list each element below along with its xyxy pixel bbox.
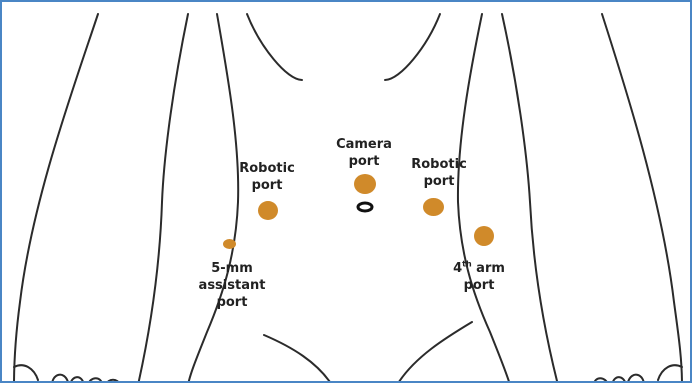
assistant-port-label: 5-mm assistant port: [187, 260, 277, 311]
groin-line-left: [264, 335, 332, 383]
fourth-arm-port-label: 4th arm port: [434, 260, 524, 294]
robotic-port-left-label: Robotic port: [227, 160, 307, 194]
right-arm-outer-line: [602, 14, 682, 383]
umbilicus-icon: [358, 203, 372, 211]
left-waist-line: [188, 14, 238, 383]
right-hand: [658, 365, 682, 380]
robotic-port-right-dot: [423, 198, 444, 216]
left-torso-side-line: [138, 14, 188, 383]
assistant-port-dot: [223, 239, 236, 249]
right-torso-side-line: [502, 14, 558, 383]
left-arm-outer-line: [14, 14, 98, 383]
camera-port-dot: [354, 174, 376, 194]
right-waist-line: [458, 14, 510, 383]
robotic-port-right-label: Robotic port: [399, 156, 479, 190]
robotic-port-left-dot: [258, 201, 278, 220]
fourth-arm-port-dot: [474, 226, 494, 246]
chest-v-line-right: [385, 14, 440, 80]
chest-v-line: [247, 14, 302, 80]
groin-line-right: [397, 322, 472, 383]
camera-port-label: Camera port: [324, 136, 404, 170]
left-hand: [14, 365, 38, 380]
